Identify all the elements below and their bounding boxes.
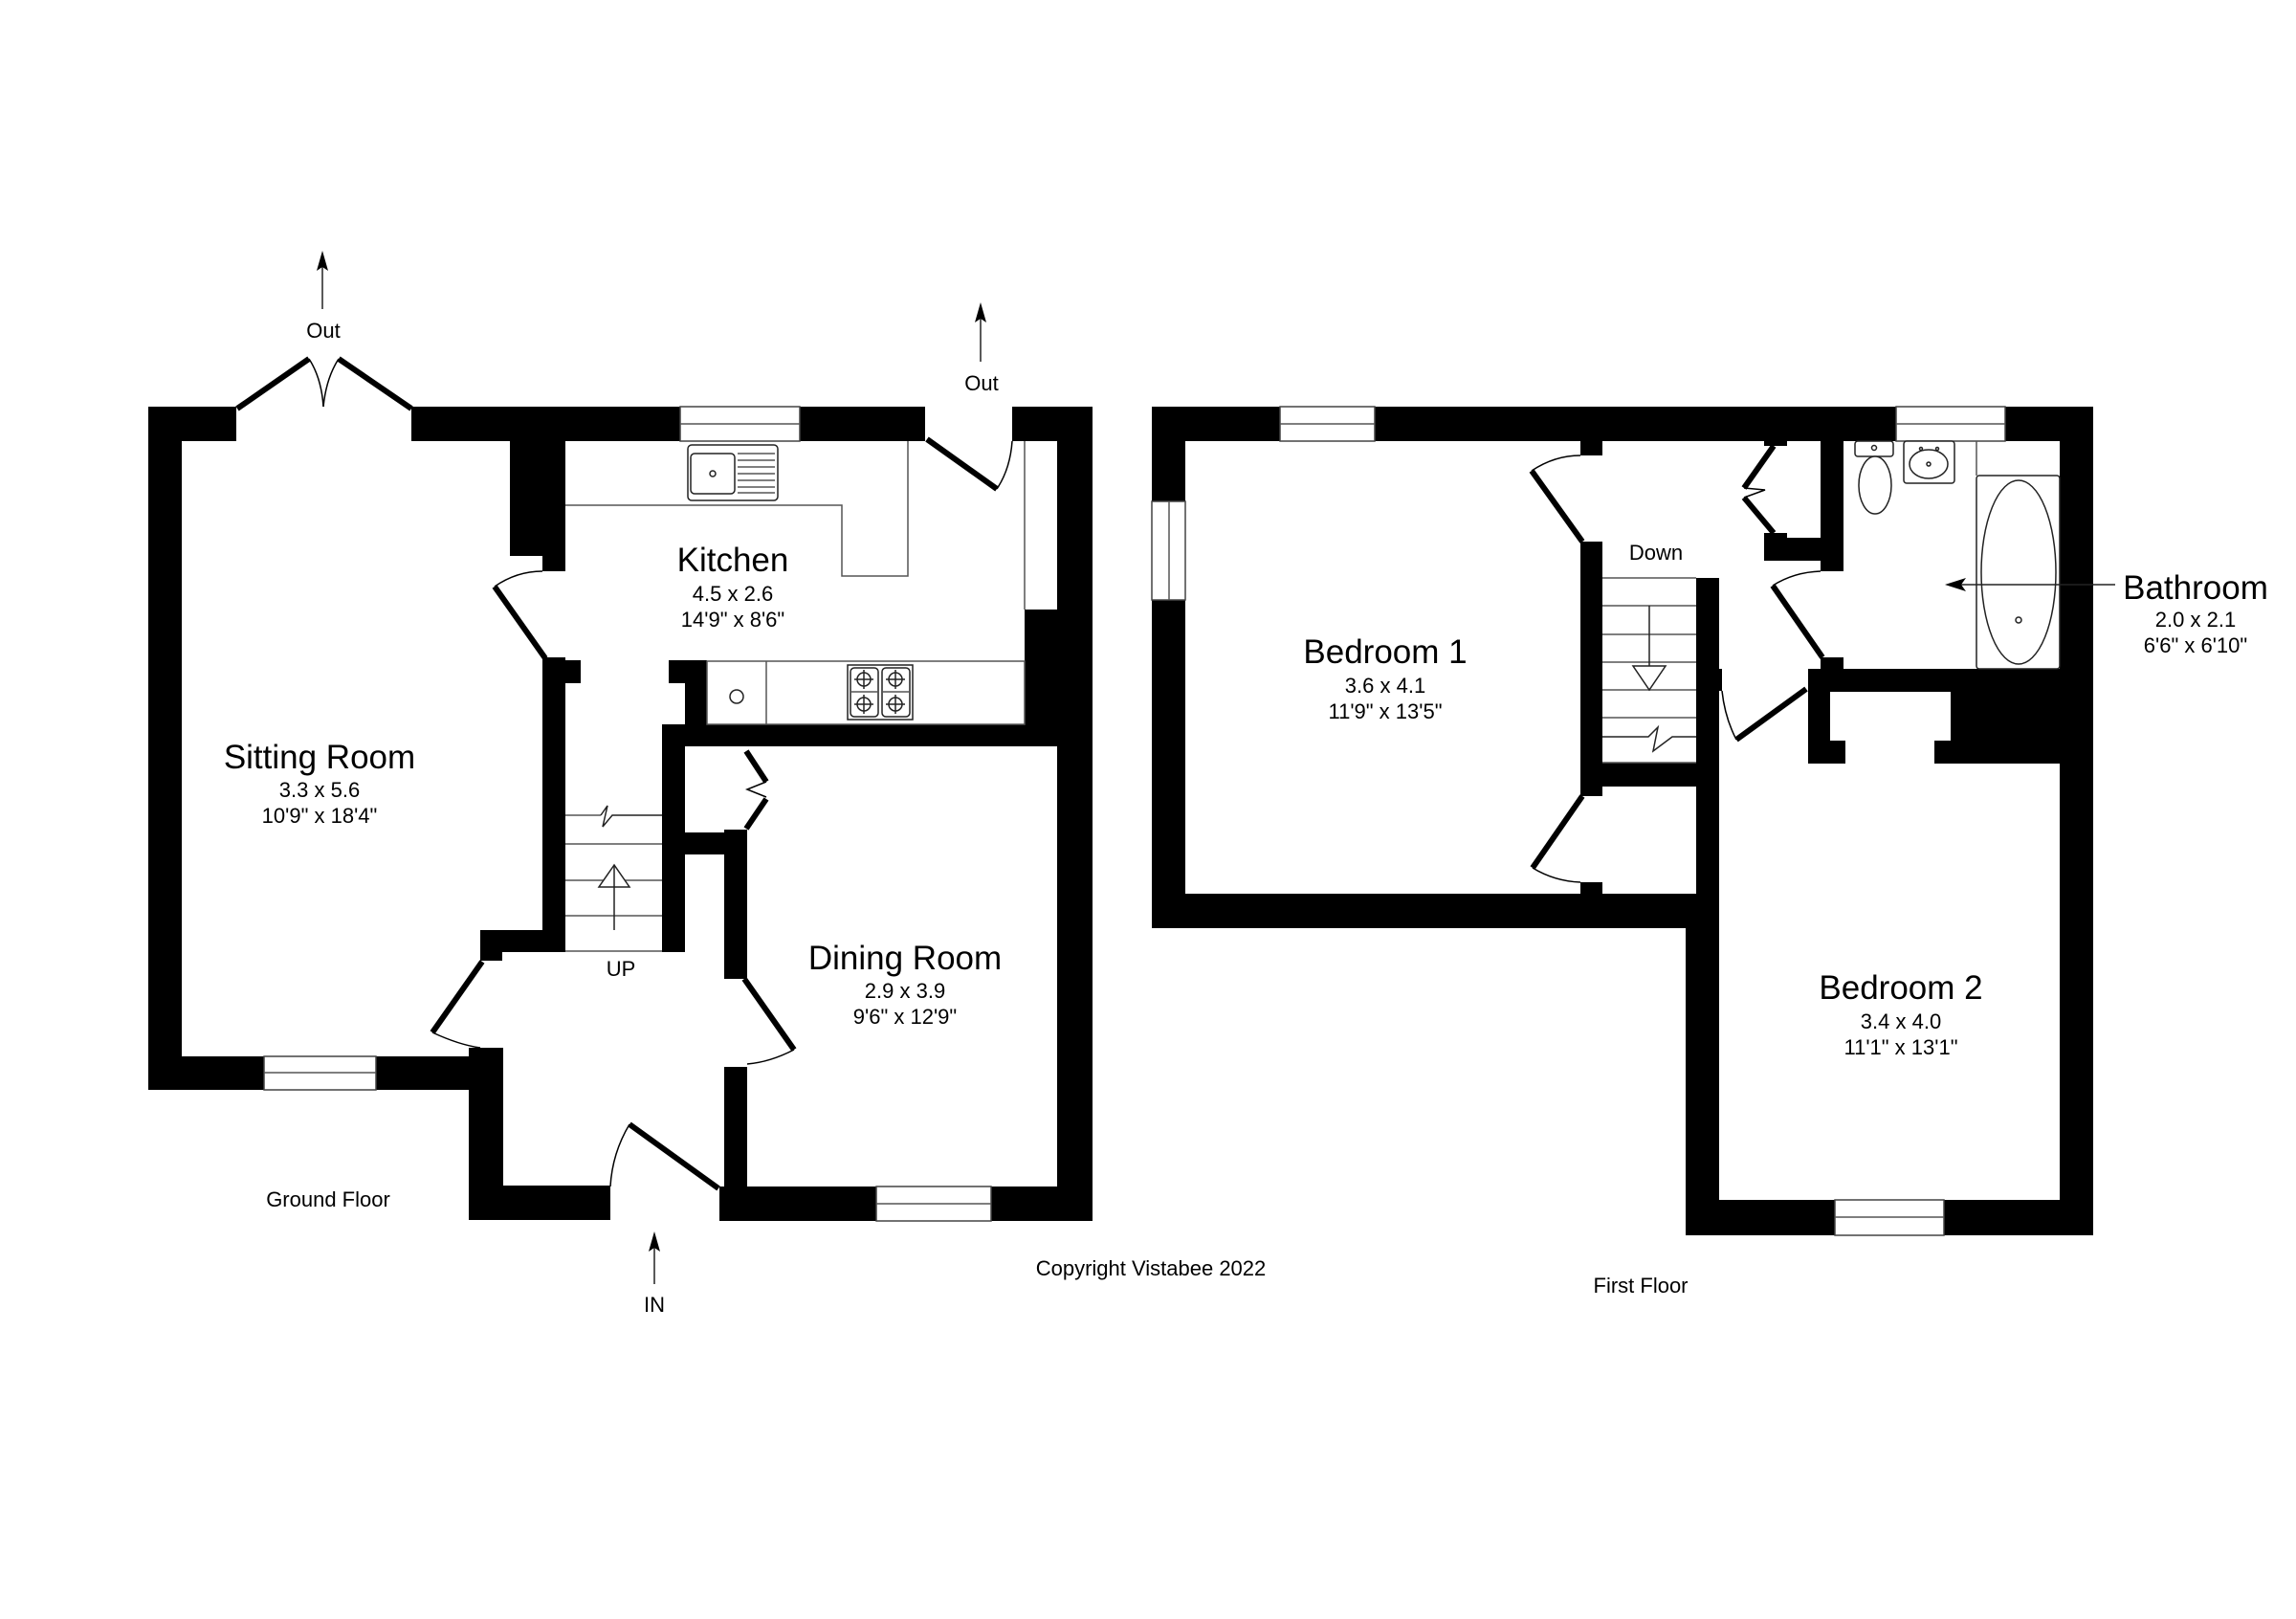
door-swing-icon [1530,794,1585,883]
room-imperial-size: 11'9" x 13'5" [1328,699,1442,723]
room-bathroom: Bathroom 2.0 x 2.1 6'6" x 6'10" [2123,569,2268,657]
room-name: Bedroom 1 [1303,633,1467,671]
room-dining-room: Dining Room 2.9 x 3.9 9'6" x 12'9" [808,940,1002,1029]
direction-arrow-icon [1945,578,2115,591]
gas-hob-icon [847,664,914,721]
room-name: Bedroom 2 [1819,969,1982,1007]
room-metric-size: 3.3 x 5.6 [279,778,360,802]
window-icon [679,406,801,442]
room-metric-size: 2.0 x 2.1 [2155,608,2236,632]
direction-arrow-icon [649,1231,660,1284]
room-bedroom-2: Bedroom 2 3.4 x 4.0 11'1" x 13'1" [1819,969,1982,1059]
window-icon [1151,500,1186,601]
door-swing-icon [1741,444,1777,535]
ground-floor-doors [235,356,1013,1191]
staircase-icon [1602,577,1696,764]
wash-basin-icon [1903,440,1955,484]
copyright-text: Copyright Vistabee 2022 [1036,1256,1267,1280]
window-icon [1279,406,1376,442]
toilet-icon [1854,440,1894,515]
floor-label: First Floor [1594,1274,1689,1297]
door-swing-icon [609,1121,720,1191]
ground-floor-plan: Out Out IN UP Sitting Room 3.3 x 5.6 10'… [148,251,1093,1317]
room-imperial-size: 14'9" x 8'6" [681,608,784,632]
ground-floor-windows [263,406,992,1222]
staircase-icon [565,805,662,952]
kitchen-fittings [565,441,1026,725]
door-swing-icon [492,570,548,660]
door-swing-icon [1721,686,1808,743]
bathtub-icon [1976,441,2061,670]
room-imperial-size: 6'6" x 6'10" [2144,633,2247,657]
bathroom-fixtures [1854,440,2061,670]
stairs-up-label: UP [607,957,636,981]
window-icon [875,1186,992,1222]
kitchen-sink-icon [687,444,779,501]
door-swing-icon [430,960,485,1049]
first-floor-walls [1152,407,2093,1235]
room-name: Kitchen [677,542,789,579]
first-floor-plan: Down Bedroom 1 3.6 x 4.1 11'9" x 13'5" B… [1151,406,2268,1297]
room-name: Sitting Room [224,739,415,776]
room-metric-size: 2.9 x 3.9 [865,979,945,1003]
direction-arrow-icon [975,302,986,362]
room-bedroom-1: Bedroom 1 3.6 x 4.1 11'9" x 13'5" [1303,633,1467,723]
room-name: Dining Room [808,940,1002,977]
window-icon [1834,1199,1945,1236]
room-imperial-size: 10'9" x 18'4" [262,804,378,828]
out-label: Out [964,371,998,395]
first-floor-doors [1529,444,1825,883]
door-swing-icon [925,436,1013,492]
room-metric-size: 4.5 x 2.6 [693,582,773,606]
door-swing-icon [741,977,797,1065]
in-label: IN [644,1293,665,1317]
room-metric-size: 3.6 x 4.1 [1345,674,1425,698]
direction-arrow-icon [317,251,328,309]
door-swing-icon [743,749,769,831]
room-sitting-room: Sitting Room 3.3 x 5.6 10'9" x 18'4" [224,739,415,828]
window-icon [263,1055,377,1091]
out-label: Out [306,319,340,343]
oven-icon [729,689,744,704]
stairs-down-label: Down [1629,541,1683,565]
room-imperial-size: 9'6" x 12'9" [853,1005,957,1029]
door-swing-icon [1770,570,1825,659]
door-swing-icon [1529,455,1585,543]
first-floor-windows [1151,406,2006,1236]
room-kitchen: Kitchen 4.5 x 2.6 14'9" x 8'6" [677,542,789,632]
window-icon [1895,406,2006,442]
floor-label: Ground Floor [266,1187,390,1211]
room-metric-size: 3.4 x 4.0 [1861,1009,1941,1033]
room-imperial-size: 11'1" x 13'1" [1843,1035,1957,1059]
door-swing-icon [235,356,413,411]
ground-floor-walls [148,407,1093,1221]
room-name: Bathroom [2123,569,2268,607]
